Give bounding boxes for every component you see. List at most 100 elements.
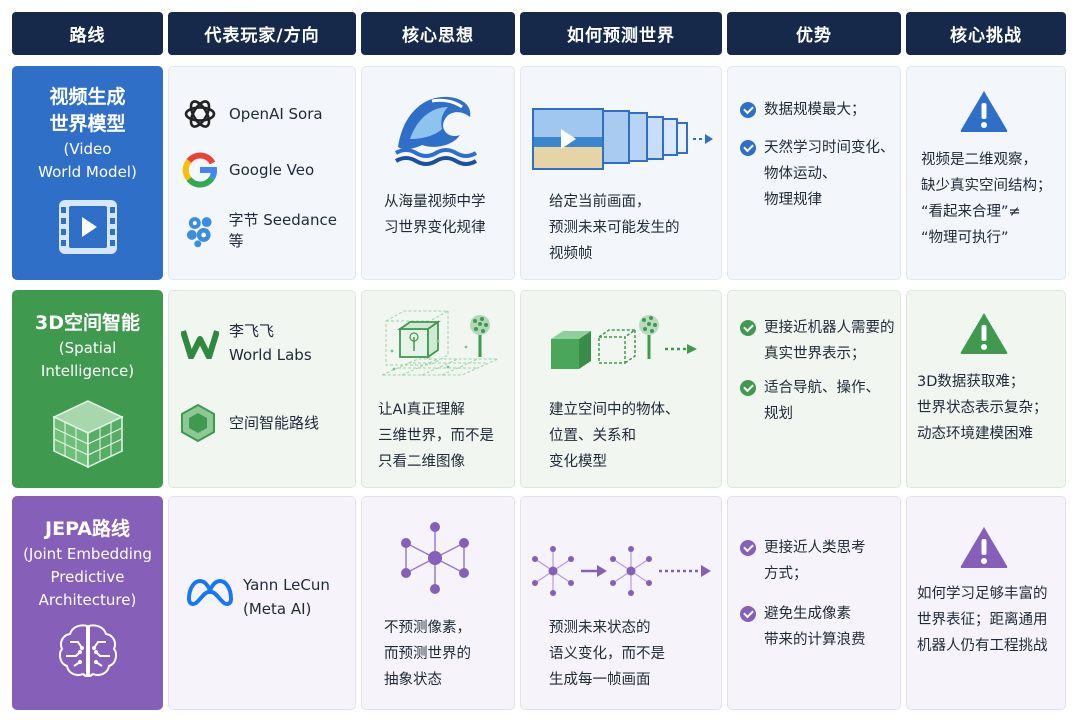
advantage-item: 数据规模最大； xyxy=(740,97,866,123)
predict-text-line: 视频帧 xyxy=(549,246,593,262)
challenge-text-line: 如何学习足够丰富的 xyxy=(917,586,1048,602)
challenge-cell-video: 视频是二维观察， 缺少真实空间结构； “看起来合理”≠ “物理可执行” xyxy=(906,66,1066,280)
state-prediction-icon xyxy=(532,546,711,596)
route-label-video: 视频生成 世界模型 (Video World Model) xyxy=(12,66,163,280)
route-name-line: 世界模型 xyxy=(49,113,126,135)
header-prediction: 如何预测世界 xyxy=(520,12,722,55)
check-circle-icon xyxy=(740,540,756,556)
header-core-idea: 核心思想 xyxy=(361,12,515,55)
route-name-line: 3D空间智能 xyxy=(35,312,140,334)
challenge-text-line: 视频是二维观察， xyxy=(921,152,1037,168)
players-cell-jepa: Yann LeCun (Meta AI) xyxy=(168,496,356,710)
predict-cell-spatial: 建立空间中的物体、 位置、关系和 变化模型 xyxy=(520,290,722,488)
predict-text-line: 变化模型 xyxy=(549,454,607,470)
challenge-cell-jepa: 如何学习足够丰富的 世界表征；距离通用 机器人仍有工程挑战 xyxy=(906,496,1066,710)
idea-cell-jepa: 不预测像素， 而预测世界的 抽象状态 xyxy=(361,496,515,710)
challenge-text-line: 世界表征；距离通用 xyxy=(917,612,1048,628)
route-name-line: JEPA路线 xyxy=(45,518,130,540)
advantage-line: 带来的计算浪费 xyxy=(764,632,866,648)
challenge-cell-spatial: 3D数据获取难； 世界状态表示复杂； 动态环境建模困难 xyxy=(906,290,1066,488)
player-openai: OpenAI Sora xyxy=(181,95,323,133)
advantage-line: 方式； xyxy=(764,566,808,582)
advantage-line: 更接近机器人需要的 xyxy=(764,320,895,336)
player-name: 字节 Seedance 等 xyxy=(228,211,337,250)
route-label-jepa: JEPA路线 (Joint Embedding Predictive Archi… xyxy=(12,496,163,710)
advantage-line: 物理规律 xyxy=(764,192,822,208)
check-circle-icon xyxy=(740,320,756,336)
idea-text-line: 抽象状态 xyxy=(384,672,442,688)
world-labs-logo-icon xyxy=(181,330,219,359)
player-name: World Labs xyxy=(229,346,312,364)
route-sub-line: Intelligence) xyxy=(40,362,135,380)
predict-text-line: 生成每一帧画面 xyxy=(549,672,651,688)
player-name: 李飞飞 xyxy=(229,322,275,340)
idea-text-line: 不预测像素， xyxy=(384,620,471,636)
advantage-line: 规划 xyxy=(764,406,793,422)
advantage-line: 物体运动、 xyxy=(764,166,837,182)
advantage-item: 更接近人类思考 方式； xyxy=(740,535,866,587)
predict-cell-video: 给定当前画面， 预测未来可能发生的 视频帧 xyxy=(520,66,722,280)
player-google: Google Veo xyxy=(181,151,314,189)
route-sub-line: Architecture) xyxy=(38,591,137,609)
video-frames-sequence-icon xyxy=(532,108,713,170)
challenge-text-line: 世界状态表示复杂； xyxy=(917,400,1048,416)
header-route: 路线 xyxy=(12,12,163,55)
meta-logo-icon xyxy=(187,579,233,606)
idea-text-line: 从海量视频中学 xyxy=(384,194,486,210)
predict-cell-jepa: 预测未来状态的 语义变化，而不是 生成每一帧画面 xyxy=(520,496,722,710)
predict-text-line: 给定当前画面， xyxy=(549,194,651,210)
predict-text-line: 语义变化，而不是 xyxy=(549,646,665,662)
challenge-text-line: “看起来合理”≠ xyxy=(921,204,1021,220)
idea-text-line: 习世界变化规律 xyxy=(384,220,486,236)
idea-text-line: 三维世界，而不是 xyxy=(378,428,494,444)
check-circle-icon xyxy=(740,102,756,118)
advantage-item: 适合导航、操作、 规划 xyxy=(740,375,880,427)
challenge-text-line: 3D数据获取难； xyxy=(917,374,1025,390)
warning-icon xyxy=(960,527,1008,568)
spatial-grid-cube-icon xyxy=(381,310,499,376)
route-sub-line: (Video xyxy=(63,140,112,158)
idea-text-line: 而预测世界的 xyxy=(384,646,471,662)
cube-icon xyxy=(51,400,124,469)
player-name: (Meta AI) xyxy=(243,600,312,618)
idea-cell-video: 从海量视频中学 习世界变化规律 xyxy=(361,66,515,280)
brain-circuit-icon xyxy=(58,624,117,678)
idea-text-line: 让AI真正理解 xyxy=(378,402,465,418)
players-cell-spatial: 李飞飞 World Labs 空间智能路线 xyxy=(168,290,356,488)
advantages-cell-jepa: 更接近人类思考 方式； 避免生成像素 带来的计算浪费 xyxy=(727,496,901,710)
player-name: Yann LeCun xyxy=(243,576,330,594)
warning-icon xyxy=(960,91,1008,132)
advantage-line: 适合导航、操作、 xyxy=(764,380,880,396)
warning-icon xyxy=(960,313,1008,354)
embedding-network-icon xyxy=(401,522,469,594)
advantage-line: 天然学习时间变化、 xyxy=(764,140,895,156)
route-name-line: 视频生成 xyxy=(49,86,126,108)
players-cell-video: OpenAI Sora Google Veo xyxy=(168,66,356,280)
advantage-line: 真实世界表示； xyxy=(764,346,866,362)
advantage-item: 避免生成像素 带来的计算浪费 xyxy=(740,601,866,653)
challenge-text-line: “物理可执行” xyxy=(921,230,1009,246)
player-bytedance: 字节 Seedance 等 xyxy=(181,209,355,251)
challenge-text-line: 动态环境建模困难 xyxy=(917,426,1033,442)
spatial-cube-logo-icon xyxy=(181,403,215,443)
video-film-icon xyxy=(58,200,117,254)
advantage-line: 避免生成像素 xyxy=(764,606,851,622)
challenge-text-line: 缺少真实空间结构； xyxy=(921,178,1052,194)
advantage-line: 更接近人类思考 xyxy=(764,540,866,556)
route-sub-line: (Joint Embedding xyxy=(23,545,152,563)
google-logo-icon xyxy=(182,152,217,188)
check-circle-icon xyxy=(740,140,756,156)
predict-text-line: 预测未来状态的 xyxy=(549,620,651,636)
route-sub-line: (Spatial xyxy=(58,339,117,357)
advantage-item: 更接近机器人需要的 真实世界表示； xyxy=(740,315,895,367)
player-name: OpenAI Sora xyxy=(229,105,323,123)
advantage-item: 天然学习时间变化、 物体运动、 物理规律 xyxy=(740,135,895,213)
idea-text-line: 只看二维图像 xyxy=(378,454,465,470)
advantages-cell-spatial: 更接近机器人需要的 真实世界表示； 适合导航、操作、 规划 xyxy=(727,290,901,488)
wave-icon xyxy=(394,96,478,166)
seedance-logo-icon xyxy=(186,217,212,248)
route-sub-line: Predictive xyxy=(50,568,125,586)
route-label-spatial: 3D空间智能 (Spatial Intelligence) xyxy=(12,290,163,488)
predict-text-line: 位置、关系和 xyxy=(549,428,636,444)
